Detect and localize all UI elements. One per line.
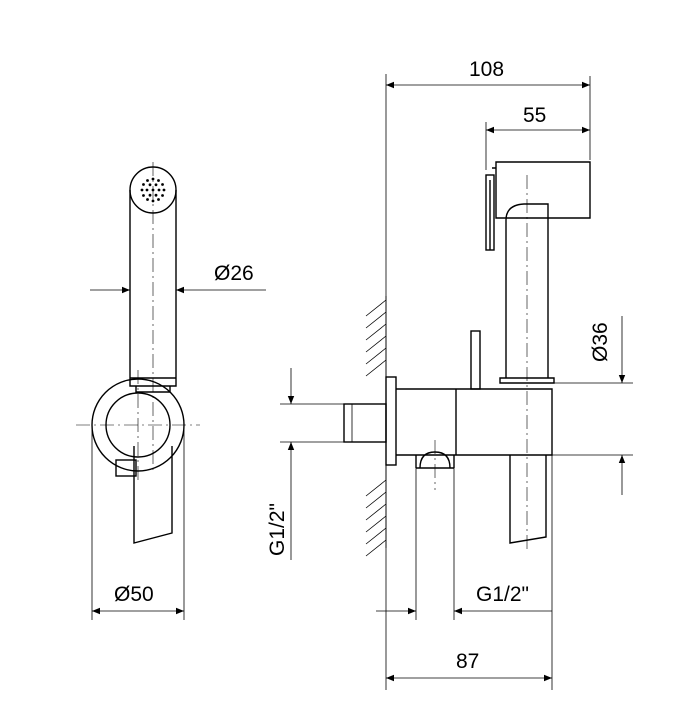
- hatch-line: [365, 311, 387, 329]
- hatch-line: [365, 527, 387, 545]
- wall-thread-pipe: [343, 403, 387, 443]
- nozzle-dot: [140, 188, 144, 192]
- wall-flange: [385, 376, 397, 466]
- dim-label-outlet-thread: G1/2": [476, 583, 529, 606]
- valve-lever: [470, 330, 481, 390]
- hatch-line: [365, 539, 387, 557]
- nozzle-dot: [154, 193, 158, 197]
- nozzle-dot: [161, 183, 164, 186]
- nozzle-dot: [157, 188, 161, 192]
- nozzle-dot: [157, 198, 160, 201]
- wall-hatching: [365, 299, 387, 557]
- hatch-line: [365, 299, 387, 317]
- dim-label-d36: Ø36: [589, 322, 612, 362]
- nozzle-dot: [154, 183, 158, 187]
- side-view: 108 55 Ø36 G1/2" G1/2" 87: [266, 58, 633, 690]
- hatch-line: [365, 515, 387, 533]
- front-view: Ø26 Ø50: [76, 162, 266, 620]
- nozzle-dot: [148, 193, 152, 197]
- outlet-nut: [415, 451, 455, 469]
- nozzle-dot: [157, 179, 160, 182]
- hatch-line: [365, 359, 387, 377]
- spray-head-button: [485, 174, 495, 251]
- hatch-line: [365, 503, 387, 521]
- hose-front: [133, 446, 173, 544]
- spray-head-side: [489, 161, 591, 250]
- hatch-line: [365, 347, 387, 365]
- valve-body: [396, 388, 553, 456]
- hose-side: [509, 455, 547, 544]
- hatch-line: [365, 479, 387, 497]
- nozzle-dot: [146, 198, 149, 201]
- nozzle-dot: [148, 183, 152, 187]
- hatch-line: [365, 491, 387, 509]
- nozzle-dot: [146, 179, 149, 182]
- nozzle-dot: [151, 199, 155, 203]
- dim-label-d26: Ø26: [214, 262, 254, 285]
- nozzle-dot: [161, 194, 164, 197]
- hose-nut: [115, 459, 137, 477]
- nozzle-dot: [142, 194, 145, 197]
- nozzle-dot: [162, 188, 166, 192]
- hatch-line: [365, 335, 387, 353]
- handle-side: [505, 203, 549, 378]
- spray-nozzle-dots: [140, 177, 166, 203]
- dim-label-87: 87: [456, 650, 479, 673]
- hatch-line: [365, 323, 387, 341]
- dim-label-d50: Ø50: [114, 583, 154, 606]
- dim-label-108: 108: [469, 58, 504, 81]
- handle-base-collar: [499, 377, 555, 384]
- nozzle-dot: [142, 183, 145, 186]
- dim-label-wall-thread: G1/2": [266, 503, 289, 556]
- nozzle-dot: [151, 177, 155, 181]
- nozzle-dot: [145, 188, 149, 192]
- dim-label-55: 55: [523, 104, 546, 127]
